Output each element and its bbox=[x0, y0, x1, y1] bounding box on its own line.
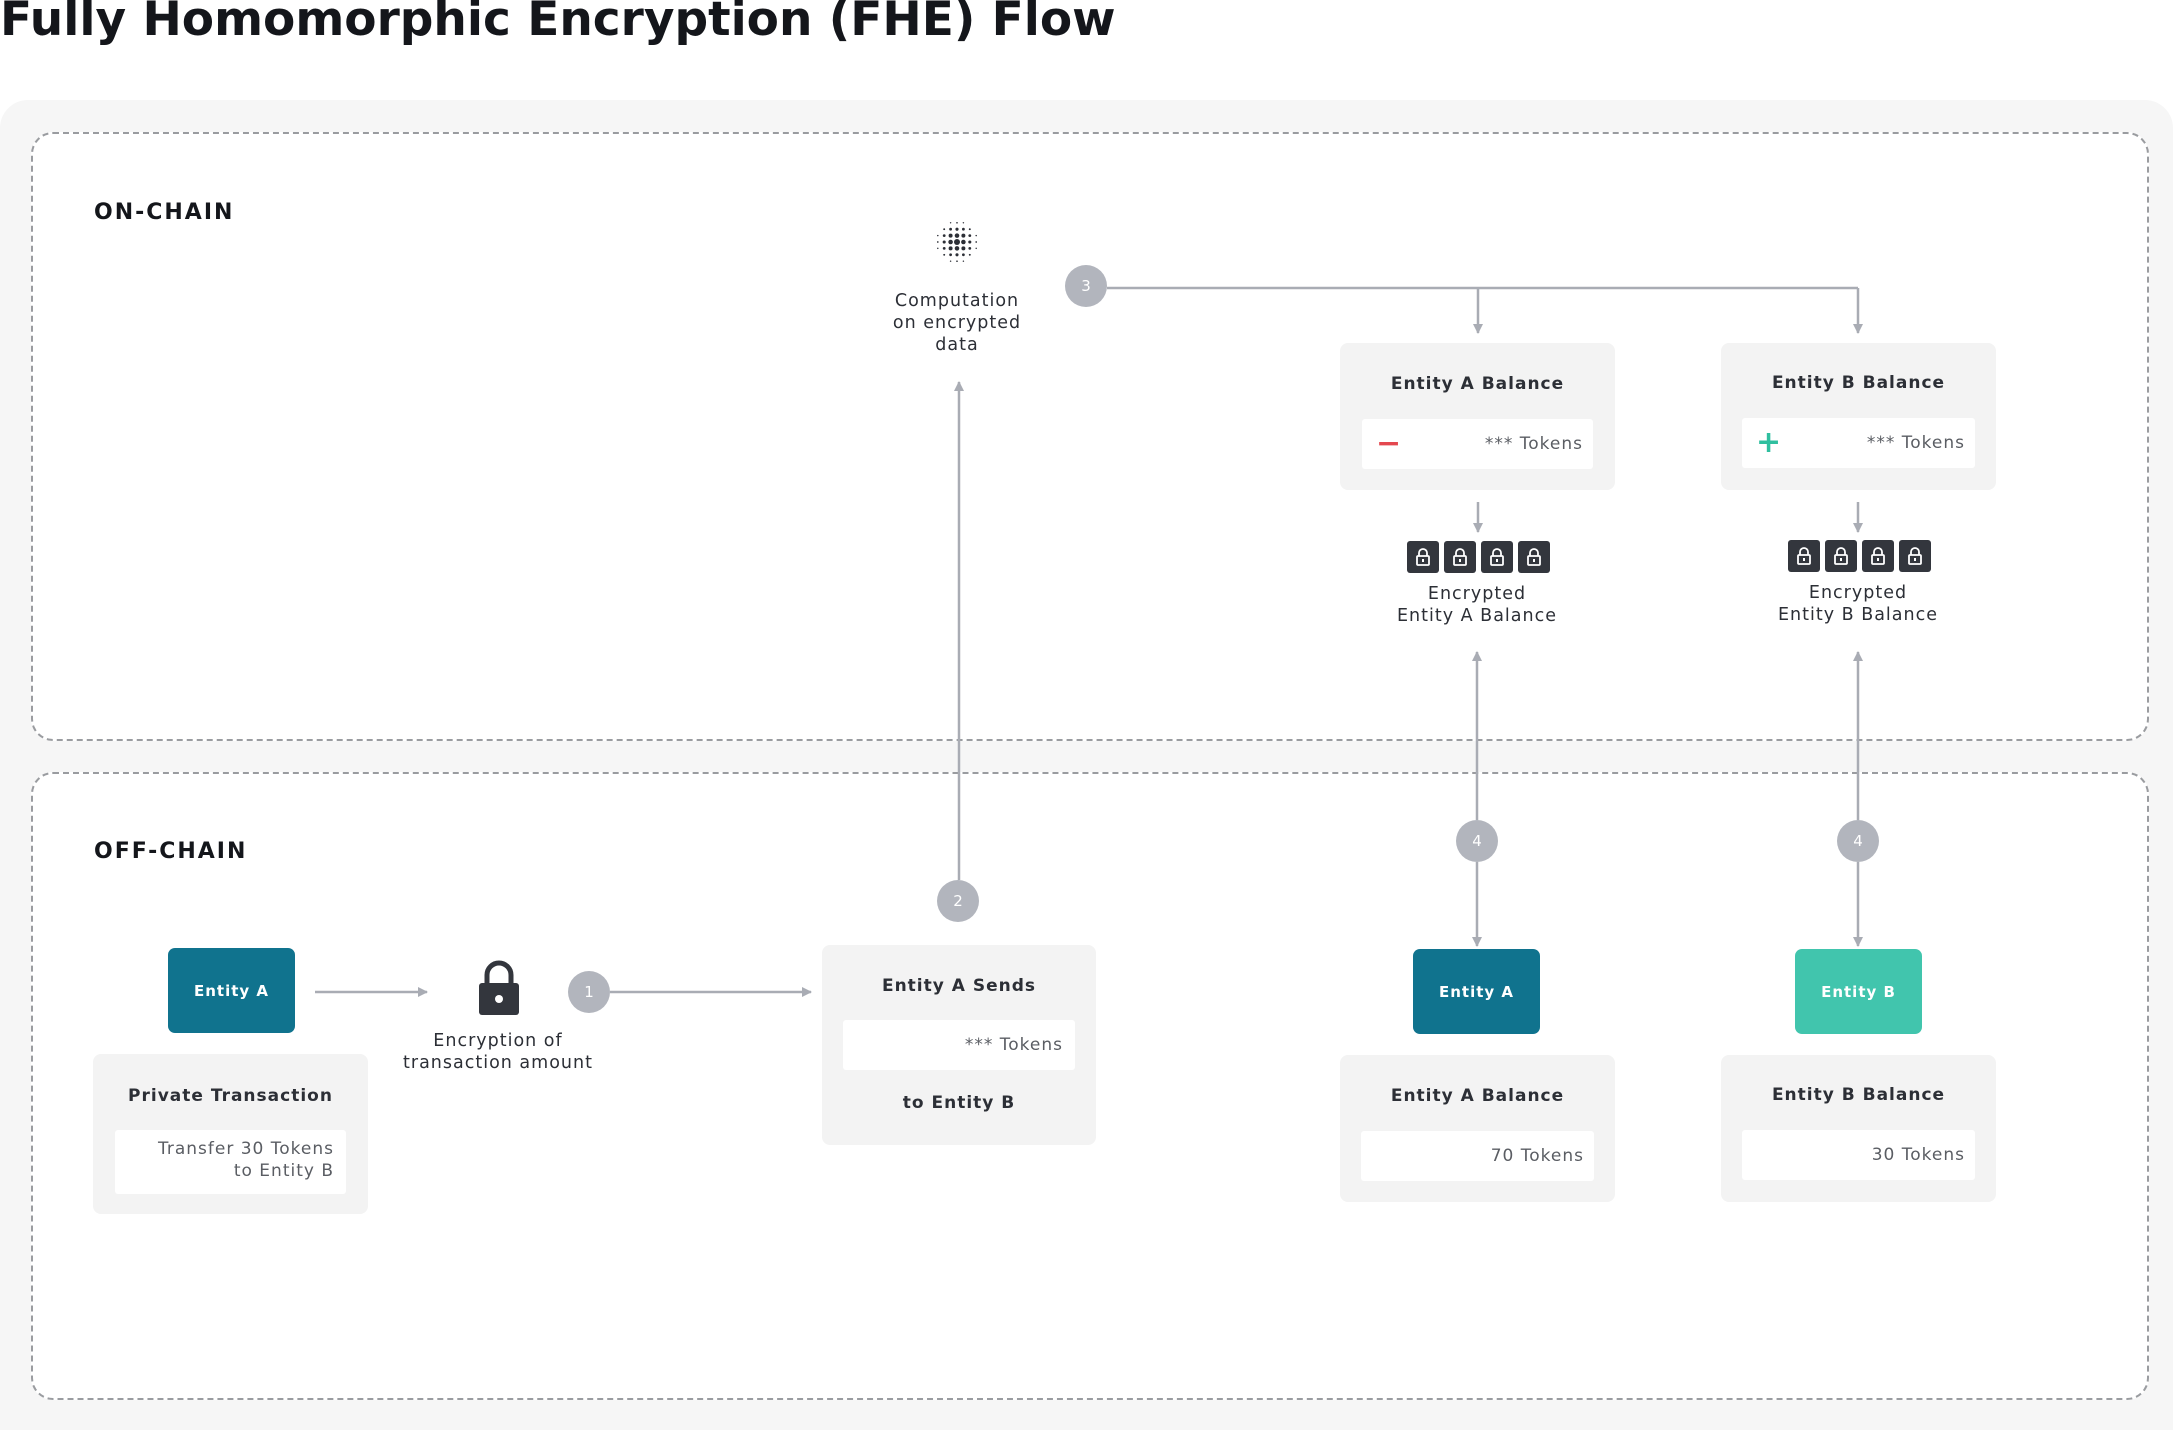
private-transaction-title: Private Transaction bbox=[128, 1086, 333, 1106]
on-chain-entity-b-balance-value: + *** Tokens bbox=[1742, 418, 1975, 468]
entity-b-receiver-box[interactable]: Entity B bbox=[1795, 949, 1922, 1034]
off-chain-label: OFF-CHAIN bbox=[94, 839, 248, 864]
lock-icon bbox=[1444, 541, 1476, 573]
step-badge-1: 1 bbox=[568, 971, 610, 1013]
entity-a-sends-footer: to Entity B bbox=[902, 1093, 1016, 1113]
lock-icon bbox=[1862, 540, 1894, 572]
off-chain-entity-b-balance-card: Entity B Balance 30 Tokens bbox=[1721, 1055, 1996, 1202]
step-badge-2: 2 bbox=[937, 880, 979, 922]
private-transaction-value: Transfer 30 Tokens to Entity B bbox=[115, 1130, 346, 1194]
on-chain-entity-a-balance-value: − *** Tokens bbox=[1362, 419, 1593, 469]
step-badge-4a: 4 bbox=[1456, 820, 1498, 862]
off-chain-entity-b-balance-value: 30 Tokens bbox=[1742, 1130, 1975, 1180]
computation-caption: Computation on encrypted data bbox=[892, 291, 1022, 355]
on-chain-entity-b-balance-title: Entity B Balance bbox=[1771, 373, 1946, 393]
on-chain-entity-a-balance-card: Entity A Balance − *** Tokens bbox=[1340, 343, 1615, 490]
step-badge-3: 3 bbox=[1065, 265, 1107, 307]
plus-icon: + bbox=[1756, 425, 1783, 460]
off-chain-entity-a-balance-card: Entity A Balance 70 Tokens bbox=[1340, 1055, 1615, 1202]
step-badge-4b: 4 bbox=[1837, 820, 1879, 862]
entity-a-sends-value: *** Tokens bbox=[843, 1020, 1075, 1070]
dot-grid-icon bbox=[936, 221, 978, 263]
padlock-icon bbox=[479, 960, 519, 1015]
encrypted-entity-b-locks bbox=[1788, 540, 1931, 572]
entity-a-sends-title: Entity A Sends bbox=[881, 976, 1037, 996]
lock-icon bbox=[1825, 540, 1857, 572]
lock-icon bbox=[1899, 540, 1931, 572]
lock-icon bbox=[1407, 541, 1439, 573]
lock-icon bbox=[1788, 540, 1820, 572]
encryption-caption: Encryption of transaction amount bbox=[403, 1031, 593, 1073]
lock-icon bbox=[1518, 541, 1550, 573]
entity-a-sender-box[interactable]: Entity A bbox=[168, 948, 295, 1033]
encrypted-entity-a-locks bbox=[1407, 541, 1550, 573]
off-chain-entity-a-balance-value: 70 Tokens bbox=[1361, 1131, 1594, 1181]
entity-a-receiver-box[interactable]: Entity A bbox=[1413, 949, 1540, 1034]
off-chain-entity-b-balance-title: Entity B Balance bbox=[1771, 1085, 1946, 1105]
off-chain-entity-a-balance-title: Entity A Balance bbox=[1390, 1086, 1565, 1106]
minus-icon: − bbox=[1376, 426, 1403, 461]
on-chain-label: ON-CHAIN bbox=[94, 200, 235, 225]
lock-icon bbox=[1481, 541, 1513, 573]
on-chain-entity-a-balance-title: Entity A Balance bbox=[1390, 374, 1565, 394]
page-title: Fully Homomorphic Encryption (FHE) Flow bbox=[0, 0, 1116, 47]
encrypted-entity-b-caption: Encrypted Entity B Balance bbox=[1777, 583, 1939, 625]
private-transaction-card: Private Transaction Transfer 30 Tokens t… bbox=[93, 1054, 368, 1214]
encrypted-entity-a-caption: Encrypted Entity A Balance bbox=[1397, 584, 1557, 626]
entity-a-sends-card: Entity A Sends *** Tokens to Entity B bbox=[822, 945, 1096, 1145]
on-chain-entity-b-balance-card: Entity B Balance + *** Tokens bbox=[1721, 343, 1996, 490]
